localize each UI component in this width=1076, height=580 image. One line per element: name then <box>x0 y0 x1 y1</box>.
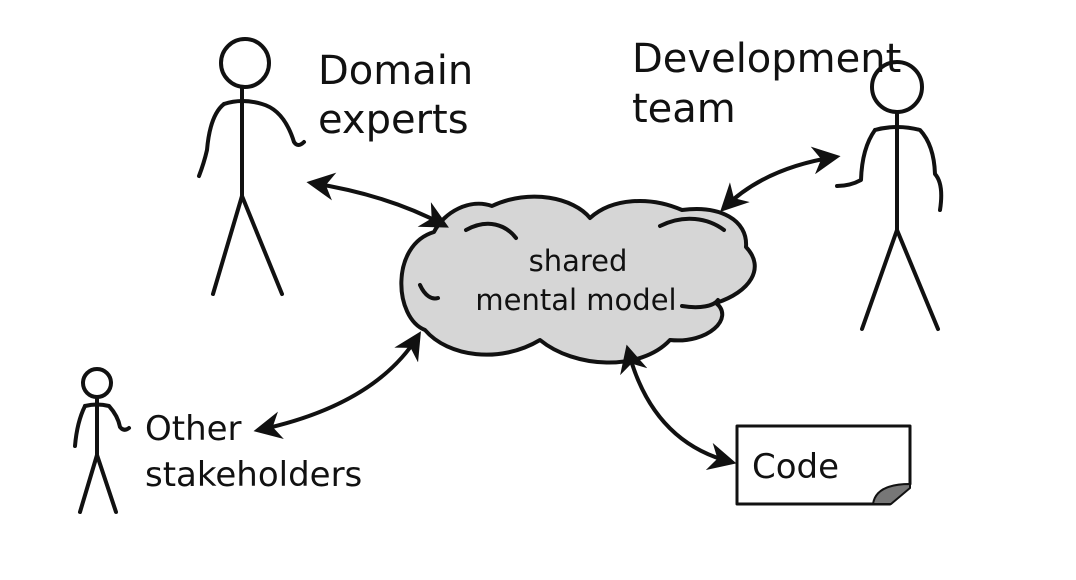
development-team-label-line2: team <box>632 86 736 132</box>
other-stakeholders-label-line1: Other <box>145 409 242 449</box>
arrow-development-team-to-model <box>720 146 841 212</box>
domain-experts-label-line2: experts <box>318 97 469 143</box>
cloud-shape <box>399 194 757 365</box>
development-team-label-line1: Development <box>632 36 901 82</box>
development-team-figure <box>835 60 944 331</box>
shared-model-cloud: shared mental model <box>399 194 757 365</box>
code-page-fold <box>872 483 911 505</box>
cloud-inner-curve <box>658 216 726 232</box>
arrow-domain-experts-to-model <box>306 172 449 228</box>
code-label: Code <box>752 447 839 487</box>
other-stakeholders-label-line2: stakeholders <box>145 455 362 495</box>
arrow-code-to-model <box>620 344 737 471</box>
cloud-inner-curve <box>680 298 720 310</box>
shared-model-label-line2: mental model <box>475 283 676 317</box>
domain-expert-figure <box>197 37 306 296</box>
other-stakeholder-figure <box>73 367 131 514</box>
arrow-other-stakeholders-to-model <box>253 331 421 439</box>
shared-model-label-line1: shared <box>529 244 628 278</box>
cloud-inner-curve <box>418 283 440 301</box>
domain-experts-label-line1: Domain <box>318 48 473 94</box>
cloud-inner-curve <box>464 221 518 240</box>
code-document: Code <box>735 424 912 506</box>
